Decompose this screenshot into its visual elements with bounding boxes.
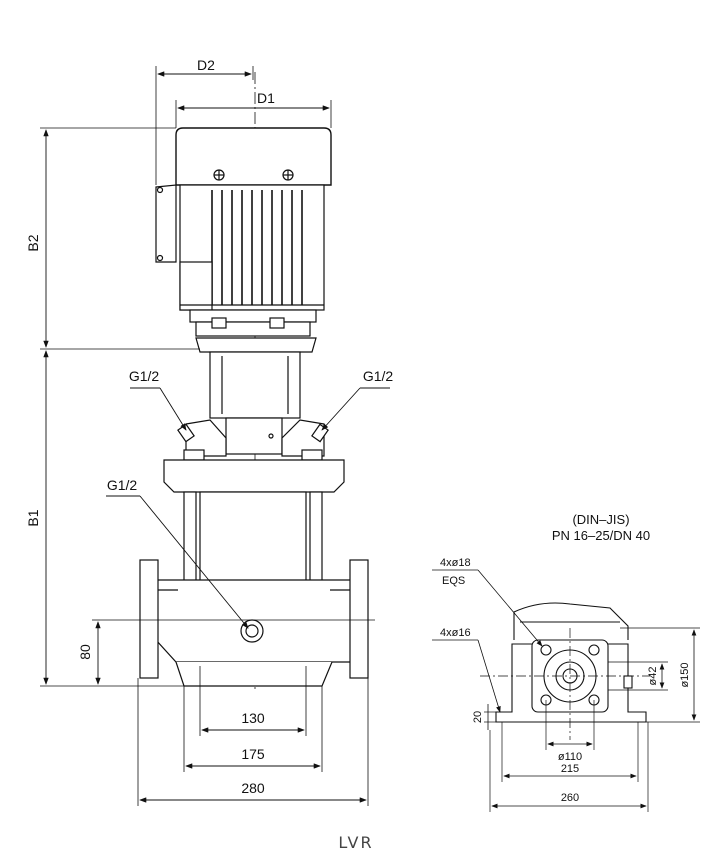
bolt-hole <box>540 644 552 656</box>
pump-sleeve <box>199 491 307 583</box>
flange-view <box>432 569 700 812</box>
dim-130: 130 <box>241 710 265 726</box>
label-d1: D1 <box>257 90 275 106</box>
screw-icon <box>282 169 294 181</box>
dim-175: 175 <box>241 746 265 762</box>
dim-110: ø110 <box>558 751 582 763</box>
label-b1: B1 <box>25 509 41 526</box>
terminal-box <box>155 184 177 263</box>
dim-80: 80 <box>77 644 93 660</box>
inlet-flange <box>139 559 159 679</box>
flange-standard: (DIN–JIS) <box>572 512 629 527</box>
dim-215: 215 <box>561 763 579 775</box>
label-g-left: G1/2 <box>129 368 160 384</box>
pump-head <box>163 459 345 493</box>
label-holes-flange: 4xø18 <box>440 557 471 569</box>
lantern <box>209 351 301 419</box>
label-b2: B2 <box>25 234 41 251</box>
pump-front-view <box>40 66 390 806</box>
bolt-hole <box>588 644 600 656</box>
label-g-drain: G1/2 <box>107 477 138 493</box>
pump-base <box>155 579 353 663</box>
pump-foot <box>175 661 333 687</box>
model-caption: LVR <box>338 833 374 852</box>
dim-20: 20 <box>472 711 484 723</box>
flange-rating: PN 16–25/DN 40 <box>552 528 650 543</box>
dim-260: 260 <box>561 792 579 804</box>
outlet-flange <box>349 559 369 679</box>
dim-150: ø150 <box>679 662 691 687</box>
dim-280: 280 <box>241 780 265 796</box>
dim-42: ø42 <box>647 667 659 686</box>
coupling-guard <box>225 417 283 455</box>
motor-cover <box>175 127 332 186</box>
label-eqs: EQS <box>442 575 465 587</box>
screw-icon <box>213 169 225 181</box>
label-d2: D2 <box>197 57 215 73</box>
tie-rod <box>183 491 197 583</box>
motor-stool <box>195 337 317 353</box>
tie-rod <box>309 491 323 583</box>
label-holes-base: 4xø16 <box>440 627 471 639</box>
label-g-right: G1/2 <box>363 368 394 384</box>
motor-fins <box>211 190 303 305</box>
